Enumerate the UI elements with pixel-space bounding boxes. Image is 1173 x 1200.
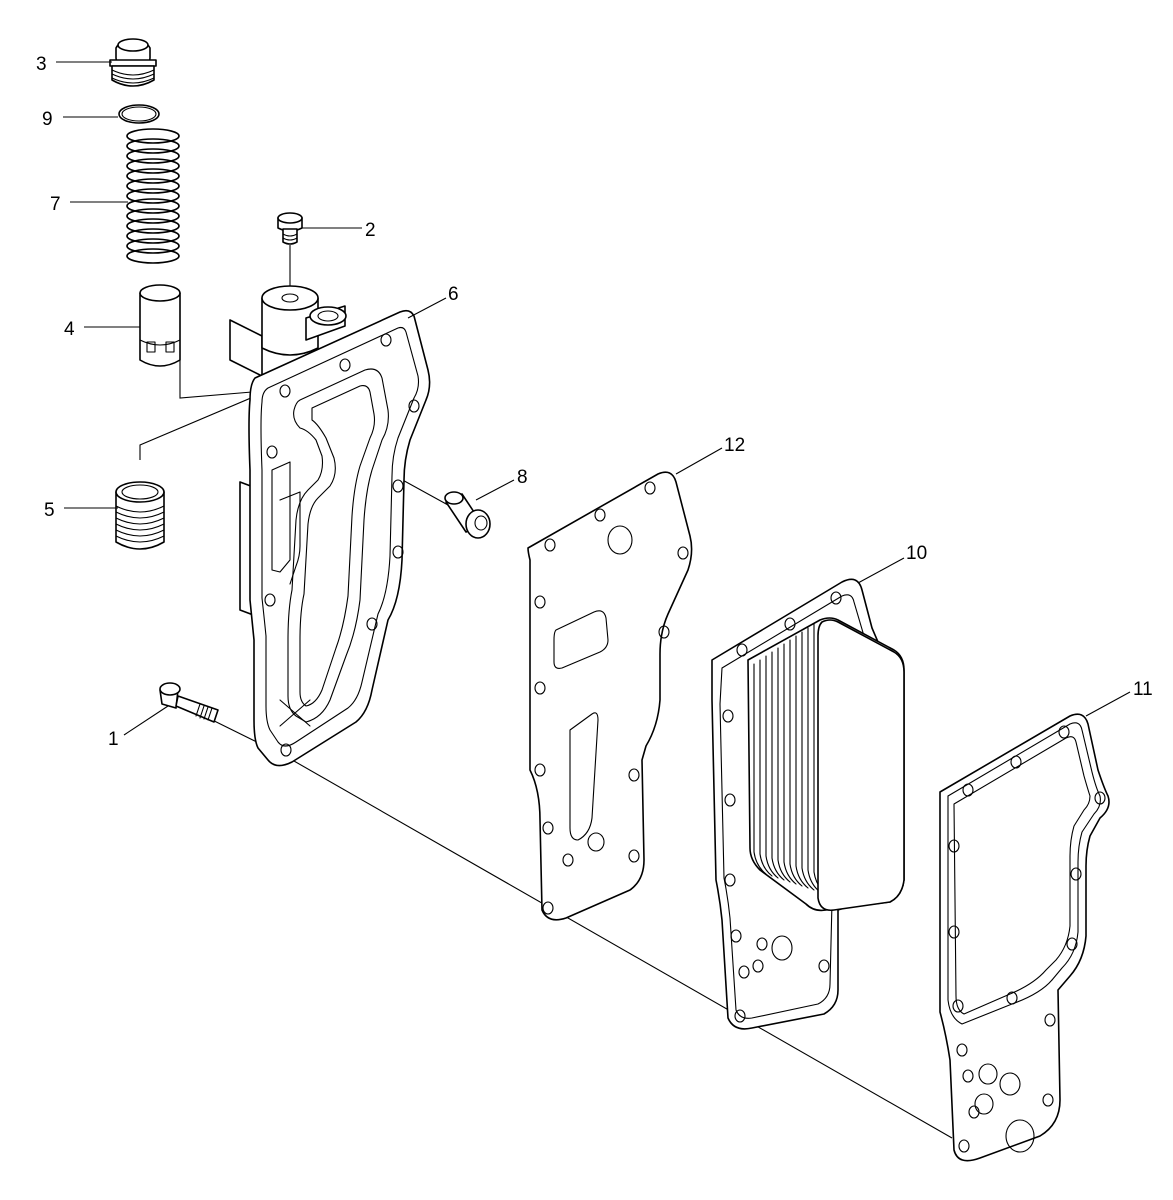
part-5-threaded-insert[interactable] bbox=[115, 481, 165, 550]
callout-label-11: 11 bbox=[1133, 679, 1153, 700]
callout-2[interactable]: 2 bbox=[302, 220, 376, 241]
callout-7[interactable]: 7 bbox=[50, 194, 128, 215]
callout-8[interactable]: 8 bbox=[475, 467, 528, 501]
part-8-plug-pin[interactable] bbox=[444, 491, 491, 539]
callout-9[interactable]: 9 bbox=[42, 109, 118, 130]
part-11-gasket-rear[interactable] bbox=[939, 713, 1110, 1162]
part-12-gasket-front[interactable] bbox=[527, 471, 693, 921]
callout-label-3: 3 bbox=[36, 54, 47, 75]
callout-label-10: 10 bbox=[906, 543, 927, 564]
part-3-plug[interactable] bbox=[109, 38, 157, 87]
callout-10[interactable]: 10 bbox=[857, 543, 927, 584]
part-10-oil-cooler-core[interactable] bbox=[711, 578, 905, 1030]
callout-label-1: 1 bbox=[108, 729, 119, 750]
callout-label-12: 12 bbox=[724, 435, 745, 456]
callout-label-7: 7 bbox=[50, 194, 61, 215]
callout-11[interactable]: 11 bbox=[1085, 679, 1153, 717]
callout-label-8: 8 bbox=[517, 467, 528, 488]
callout-label-2: 2 bbox=[365, 220, 376, 241]
part-9-o-ring[interactable] bbox=[118, 104, 160, 124]
part-1-bolt[interactable] bbox=[159, 682, 219, 723]
callout-5[interactable]: 5 bbox=[44, 500, 118, 521]
part-2-small-bolt[interactable] bbox=[277, 212, 303, 245]
callout-1[interactable]: 1 bbox=[108, 705, 169, 750]
callout-label-5: 5 bbox=[44, 500, 55, 521]
callout-3[interactable]: 3 bbox=[36, 54, 112, 75]
callout-4[interactable]: 4 bbox=[64, 319, 140, 340]
part-4-valve-sleeve[interactable] bbox=[139, 284, 181, 367]
part-7-spring[interactable] bbox=[126, 128, 180, 264]
part-6-oil-cooler-housing[interactable] bbox=[229, 285, 431, 767]
callout-label-9: 9 bbox=[42, 109, 53, 130]
callout-label-4: 4 bbox=[64, 319, 75, 340]
callout-label-6: 6 bbox=[448, 284, 459, 305]
callout-6[interactable]: 6 bbox=[407, 284, 459, 319]
callout-12[interactable]: 12 bbox=[675, 435, 745, 475]
